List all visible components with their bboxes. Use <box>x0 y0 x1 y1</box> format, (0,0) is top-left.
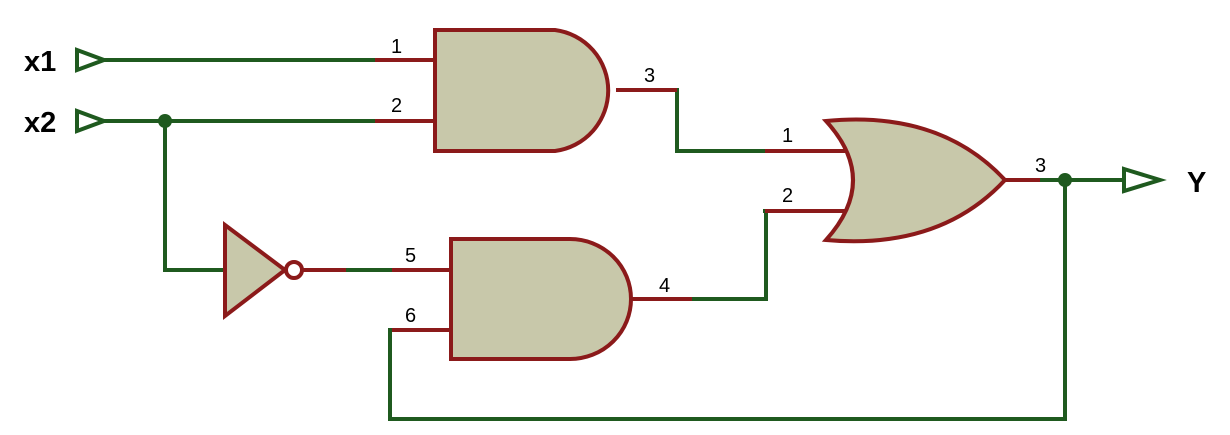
inverter-bubble-icon <box>284 260 304 280</box>
x1-terminal-icon <box>75 47 110 73</box>
junction-x2 <box>158 114 172 128</box>
or-pin-1-label: 1 <box>782 125 793 147</box>
y-label: Y <box>1187 167 1206 199</box>
junction-y <box>1058 173 1072 187</box>
or-pin-3-label: 3 <box>1035 155 1046 177</box>
and-top-pin-2-label: 2 <box>391 95 402 117</box>
inverter-icon <box>223 221 289 321</box>
and-gate-icon <box>433 28 611 153</box>
x2-terminal-icon <box>75 108 110 134</box>
y-terminal-icon <box>1122 166 1167 194</box>
or-pin-2-label: 2 <box>782 185 793 207</box>
or-gate-icon <box>821 117 1008 244</box>
x2-label: x2 <box>24 107 56 139</box>
and-bottom-pin-4-label: 4 <box>659 275 670 297</box>
and-bottom-pin-5-label: 5 <box>405 245 416 267</box>
and-top-pin-1-label: 1 <box>391 36 402 58</box>
wire-feedback <box>388 178 1067 421</box>
not-gate <box>223 221 346 321</box>
x1-label: x1 <box>24 46 56 78</box>
or-gate: 1 2 3 <box>765 117 1046 244</box>
and-gate-bottom: 5 6 4 <box>392 237 692 361</box>
and-top-pin-3-label: 3 <box>644 65 655 87</box>
wire-and-top-to-or <box>675 88 767 153</box>
and-gate-icon <box>449 237 633 361</box>
and-gate-top: 1 2 3 <box>375 28 677 153</box>
wire-and-bottom-to-or <box>690 209 768 301</box>
wires <box>102 58 1126 421</box>
and-bottom-pin-6-label: 6 <box>405 305 416 327</box>
wire-x2-branch <box>163 119 227 272</box>
